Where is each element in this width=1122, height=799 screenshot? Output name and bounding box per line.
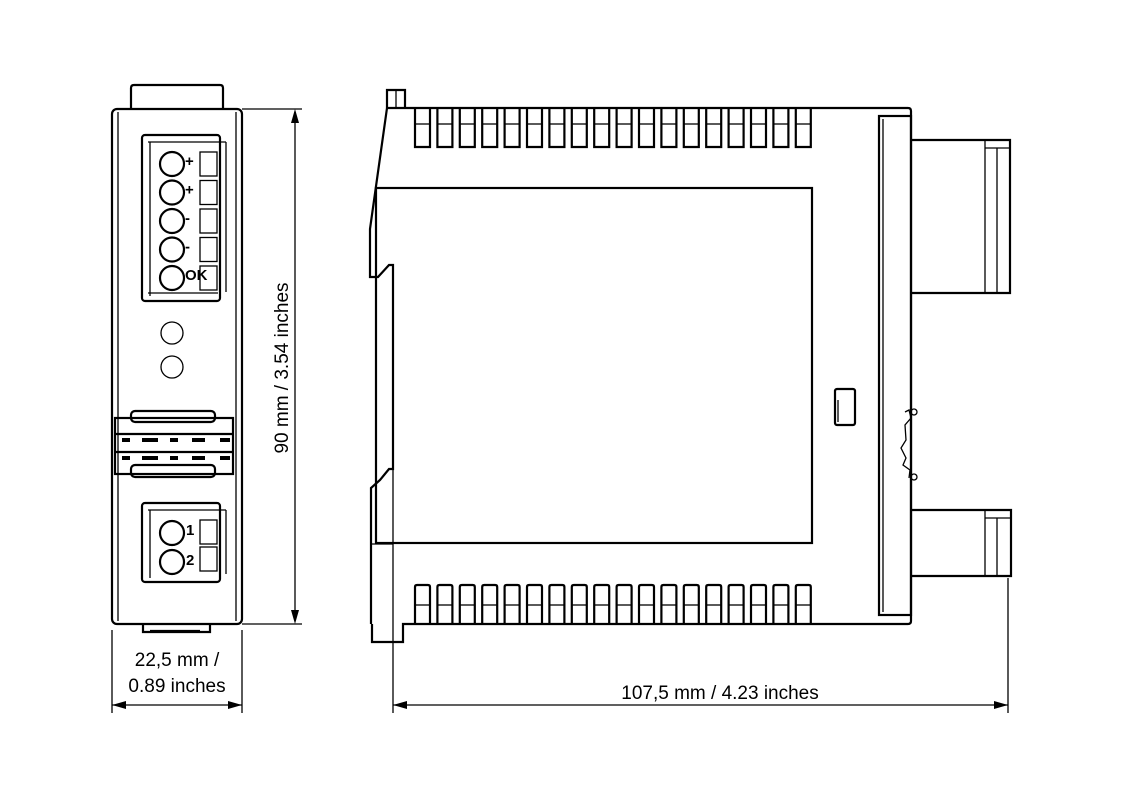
terminal-polarity-label: +	[185, 153, 194, 170]
terminal-polarity-label: OK	[185, 267, 208, 284]
terminal-screw	[158, 150, 186, 178]
terminal-slot	[199, 236, 218, 263]
bar-mark	[220, 456, 230, 460]
bar-mark	[170, 456, 178, 460]
terminal-polarity-label: -	[185, 210, 190, 227]
vent-slot-bottom	[503, 583, 521, 624]
vent-slot-top	[615, 109, 633, 149]
terminal-label: 1	[186, 522, 194, 539]
vent-slot-bottom	[570, 583, 588, 624]
side-latch	[833, 387, 857, 427]
vent-slot-top	[525, 109, 544, 149]
vent-slot-top	[772, 109, 790, 149]
vent-slot-bottom	[749, 583, 768, 624]
terminal-screw	[158, 179, 186, 206]
vent-slot-top	[705, 109, 723, 149]
terminal-label: 2	[186, 552, 194, 569]
terminal-slot	[199, 208, 218, 234]
vent-slot-bottom	[705, 583, 723, 624]
side-view	[368, 88, 1013, 644]
depth-dimension-label: 107,5 mm / 4.23 inches	[621, 683, 819, 704]
vent-slot-bottom	[615, 583, 633, 624]
release-bar	[113, 409, 235, 479]
vent-slot-bottom	[660, 583, 678, 624]
vent-slot-top	[593, 109, 611, 149]
terminal-slot	[199, 151, 218, 177]
vent-slot-top	[794, 109, 812, 149]
terminal-polarity-label: +	[185, 182, 194, 199]
vent-slot-top	[503, 109, 521, 149]
vent-slot-top	[660, 109, 678, 149]
side-housing	[370, 106, 913, 644]
bar-mark	[142, 456, 158, 460]
vent-slot-bottom	[481, 583, 499, 624]
vent-slot-bottom	[525, 583, 544, 624]
terminal-slot	[199, 265, 218, 291]
vent-slot-top	[436, 109, 454, 149]
terminal-screw	[158, 236, 186, 263]
vent-slot-top	[481, 109, 499, 149]
vent-slot-top	[682, 109, 700, 149]
vent-slot-bottom	[637, 583, 656, 624]
input-connector-side	[911, 138, 1012, 295]
dimension-lines	[111, 108, 1009, 713]
bar-mark	[192, 456, 205, 460]
vent-slot-bottom	[682, 583, 700, 624]
vent-slot-bottom	[436, 583, 454, 624]
vent-slot-top	[749, 109, 768, 149]
height-dimension-label: 90 mm / 3.54 inches	[272, 282, 293, 453]
front-view: + + - - OK 1 2	[110, 83, 244, 634]
bar-mark	[220, 438, 230, 442]
ventilation-slots	[413, 109, 812, 624]
led-indicator	[160, 355, 184, 379]
vent-slot-bottom	[593, 583, 611, 624]
bar-mark	[192, 438, 205, 442]
vent-slot-bottom	[548, 583, 566, 624]
terminal-polarity-label: -	[185, 239, 190, 256]
vent-slot-bottom	[794, 583, 812, 624]
output-connector-side	[911, 508, 1013, 578]
vent-slot-bottom	[772, 583, 790, 624]
bar-mark	[122, 456, 130, 460]
terminal-slot	[199, 179, 218, 206]
din-rail-profile	[368, 107, 395, 624]
vent-slot-top	[548, 109, 566, 149]
output-terminal-block: 1 2	[140, 501, 227, 584]
input-terminal-block: + + - - OK	[140, 133, 227, 303]
width-dimension-label-line1: 22,5 mm /	[135, 650, 220, 671]
front-housing	[110, 107, 244, 626]
vent-slot-bottom	[727, 583, 745, 624]
vent-slot-top	[458, 109, 476, 149]
din-clip	[900, 409, 912, 479]
front-panel-edge	[877, 114, 913, 617]
vent-slot-top	[413, 109, 432, 149]
bar-mark	[122, 438, 130, 442]
vent-slot-top	[637, 109, 656, 149]
width-dimension-label-line2: 0.89 inches	[128, 676, 225, 697]
vent-slot-bottom	[458, 583, 476, 624]
bar-mark	[142, 438, 158, 442]
label-area	[374, 186, 814, 545]
vent-slot-top	[570, 109, 588, 149]
terminal-screw	[158, 264, 186, 292]
led-indicator	[160, 321, 184, 345]
terminal-screw	[158, 207, 186, 235]
bar-mark	[170, 438, 178, 442]
vent-slot-bottom	[413, 583, 432, 624]
vent-slot-top	[727, 109, 745, 149]
top-tab	[129, 83, 225, 109]
